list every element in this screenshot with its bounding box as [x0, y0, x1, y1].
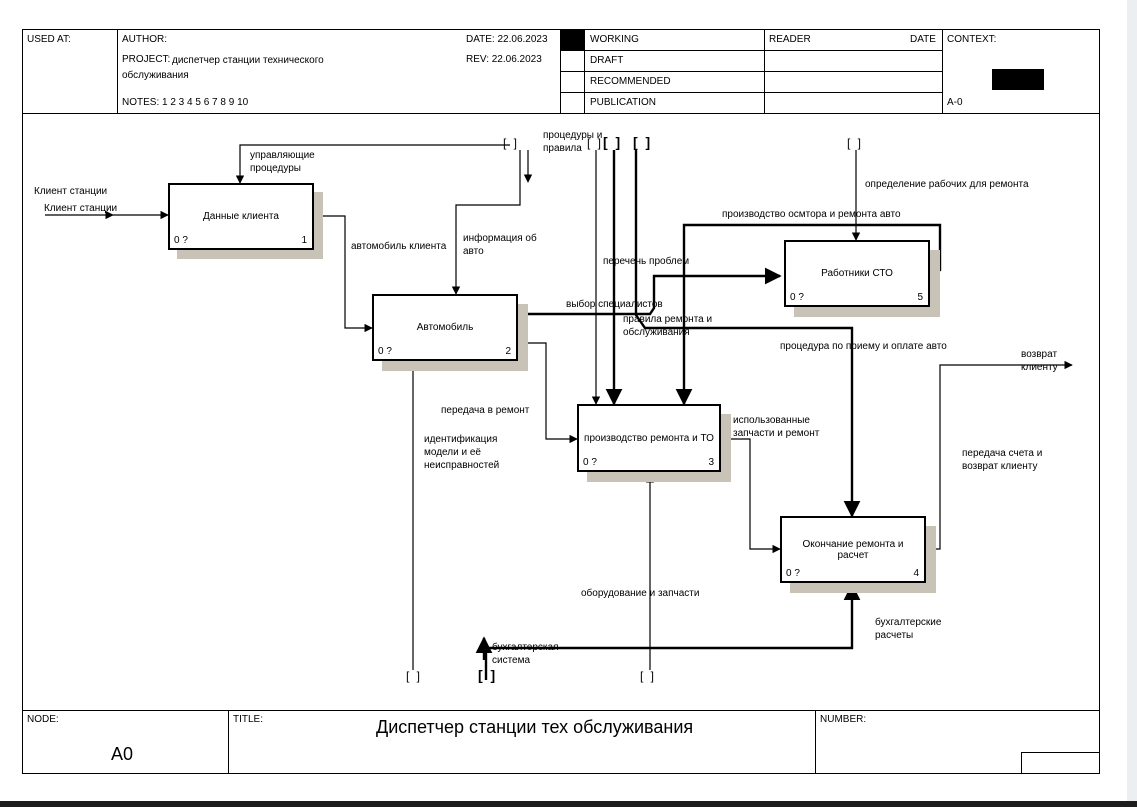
arrow-repair-rules: [634, 150, 861, 518]
activity-number: 2: [505, 346, 511, 357]
activity-cost: 0 ?: [174, 235, 188, 246]
label-accounting-system: бухгалтерская система: [492, 642, 559, 666]
reader-date-label: DATE: [910, 34, 936, 45]
context-thumbnail: [992, 69, 1044, 90]
label-define-workers: определение рабочих для ремонта: [865, 179, 1029, 190]
tunnel-ident-model: [ ]: [406, 669, 423, 683]
label-transfer-repair: передача в ремонт: [441, 405, 530, 416]
context-node: A-0: [947, 97, 963, 108]
label-equipment-parts: оборудование и запчасти: [581, 588, 700, 599]
activity-number: 4: [913, 568, 919, 579]
label-control-procs: управляющие процедуры: [250, 150, 315, 174]
scrollbar-track[interactable]: [1127, 0, 1137, 807]
footer-block: [22, 710, 1100, 774]
tunnel-accounting: [ ]: [478, 667, 498, 683]
arrow-control-procs: [235, 144, 510, 184]
label-procedures-rules: процедуры и правила: [543, 130, 603, 154]
context-label: CONTEXT:: [947, 34, 997, 45]
status-publication: PUBLICATION: [590, 97, 656, 108]
label-used-parts: использованные запчасти и ремонт: [733, 415, 820, 439]
label-accept-pay-proc: процедура по приему и оплате авто: [780, 341, 947, 352]
tunnel-procedures: [ ]: [587, 136, 604, 150]
arrow-used-parts: [720, 438, 781, 554]
notes-label: NOTES: 1 2 3 4 5 6 7 8 9 10: [122, 97, 249, 108]
activity-box-2[interactable]: Автомобиль 0 ? 2: [372, 294, 518, 361]
title-label: TITLE:: [233, 714, 264, 725]
status-working: WORKING: [590, 34, 639, 45]
status-recommended: RECOMMENDED: [590, 76, 671, 87]
number-label: NUMBER:: [820, 714, 867, 725]
label-repair-rules: правила ремонта и обслуживания: [623, 314, 713, 338]
activity-name: Данные клиента: [203, 211, 279, 222]
arrow-car-info: [451, 150, 521, 295]
activity-name: производство ремонта и ТО: [584, 432, 714, 444]
activity-cost: 0 ?: [790, 292, 804, 303]
date-label: DATE: 22.06.2023: [466, 34, 548, 45]
node-value: A0: [111, 744, 134, 764]
activity-box-5[interactable]: Работники СТО 0 ? 5: [784, 240, 930, 307]
activity-name: Автомобиль: [416, 322, 474, 333]
rev-label: REV: 22.06.2023: [466, 54, 542, 65]
project-value: диспетчер станции технического обслужива…: [122, 55, 324, 81]
node-label: NODE:: [27, 714, 59, 725]
label-select-specialists: выбор специалистов: [566, 299, 663, 310]
tunnel-repair-rules: [ ]: [633, 134, 653, 150]
arrow-client-car: [314, 215, 373, 333]
activity-cost: 0 ?: [786, 568, 800, 579]
tunnel-control-procs: [ ]: [503, 136, 520, 150]
label-bill-return: передача счета и возврат клиенту: [962, 448, 1043, 472]
activity-name: Окончание ремонта и расчет: [802, 538, 904, 561]
arrow-accounting: [484, 583, 861, 680]
tunnel-define-workers: [ ]: [847, 136, 864, 150]
label-problem-list: перечень проблем: [603, 256, 690, 267]
label-car-info: информация об авто: [463, 233, 537, 257]
activity-number: 3: [708, 457, 714, 468]
footer-corner-box: [1021, 752, 1100, 774]
label-client-station-1: Клиент станции: [34, 186, 108, 197]
activity-name: Работники СТО: [821, 268, 893, 279]
header-block: [22, 29, 1100, 114]
activity-cost: 0 ?: [378, 346, 392, 357]
activity-box-1[interactable]: Данные клиента 0 ? 1: [168, 183, 314, 250]
reader-label: READER: [769, 34, 811, 45]
label-accounting-calc: бухгалтерские расчеты: [875, 617, 942, 641]
activity-number: 5: [917, 292, 923, 303]
label-client-station-2: Клиент станции: [44, 203, 118, 214]
bottom-bar: [0, 801, 1137, 807]
project-label: PROJECT:: [122, 54, 171, 65]
label-production-inspection: производство осмтора и ремонта авто: [722, 209, 901, 220]
author-label: AUTHOR:: [122, 34, 167, 45]
label-client-car: автомобиль клиента: [351, 241, 447, 252]
arrow-transfer-repair: [518, 342, 578, 444]
activity-box-3[interactable]: производство ремонта и ТО 0 ? 3: [577, 404, 721, 472]
working-status-marker: [561, 30, 584, 50]
used-at-label: USED AT:: [27, 34, 71, 45]
activity-number: 1: [301, 235, 307, 246]
label-ident-model: идентификация модели и её неисправностей: [424, 434, 500, 471]
activity-box-4[interactable]: Окончание ремонта и расчет 0 ? 4: [780, 516, 926, 583]
tunnel-rules-bold: [ ]: [603, 134, 623, 150]
status-draft: DRAFT: [590, 55, 624, 66]
label-return-client: возврат клиенту: [1021, 349, 1058, 373]
tunnel-equipment: [ ]: [640, 669, 657, 683]
diagram-title: Диспетчер станции тех обслуживания: [376, 717, 694, 737]
activity-cost: 0 ?: [583, 457, 597, 468]
diagram-frame: [22, 29, 1100, 774]
arrow-select-specialists: [518, 267, 782, 316]
